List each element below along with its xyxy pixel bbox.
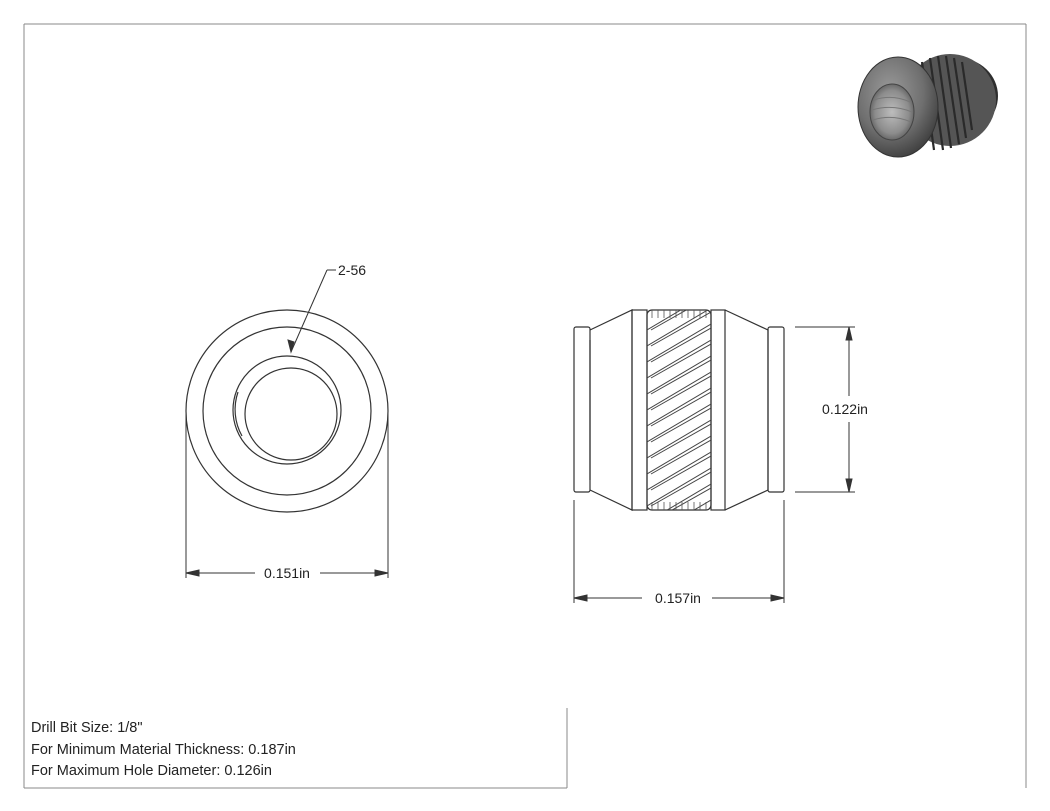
max-hole-note: For Maximum Hole Diameter: 0.126in — [31, 763, 272, 779]
isometric-insert-icon — [857, 54, 998, 158]
front-flange-circle — [202, 326, 372, 496]
side-height-dimension — [795, 326, 855, 493]
front-width-label: 0.151in — [264, 565, 310, 581]
left-cone — [589, 309, 633, 511]
front-thread-start — [234, 391, 243, 437]
knurl-teeth — [651, 310, 707, 510]
sheet-border — [23, 23, 1027, 789]
side-length-dimension — [573, 500, 785, 603]
installation-notes: Drill Bit Size: 1/8" For Minimum Materia… — [31, 718, 296, 783]
front-outer-circle — [185, 309, 389, 513]
drill-bit-note: Drill Bit Size: 1/8" — [31, 720, 143, 736]
left-collar — [631, 309, 648, 511]
thread-callout-leader — [287, 269, 336, 354]
side-length-label: 0.157in — [655, 590, 701, 606]
thread-callout-label: 2-56 — [338, 262, 366, 278]
front-thread-major-circle — [232, 355, 342, 465]
front-width-dimension — [185, 411, 389, 578]
right-collar — [710, 309, 726, 511]
right-cone — [724, 309, 769, 511]
front-view — [185, 309, 389, 513]
side-height-label: 0.122in — [822, 401, 868, 417]
left-lip — [573, 326, 591, 493]
right-lip — [767, 326, 785, 493]
knurl-pattern — [647, 310, 711, 510]
front-thread-minor-circle — [244, 367, 338, 461]
min-thickness-note: For Minimum Material Thickness: 0.187in — [31, 741, 296, 758]
